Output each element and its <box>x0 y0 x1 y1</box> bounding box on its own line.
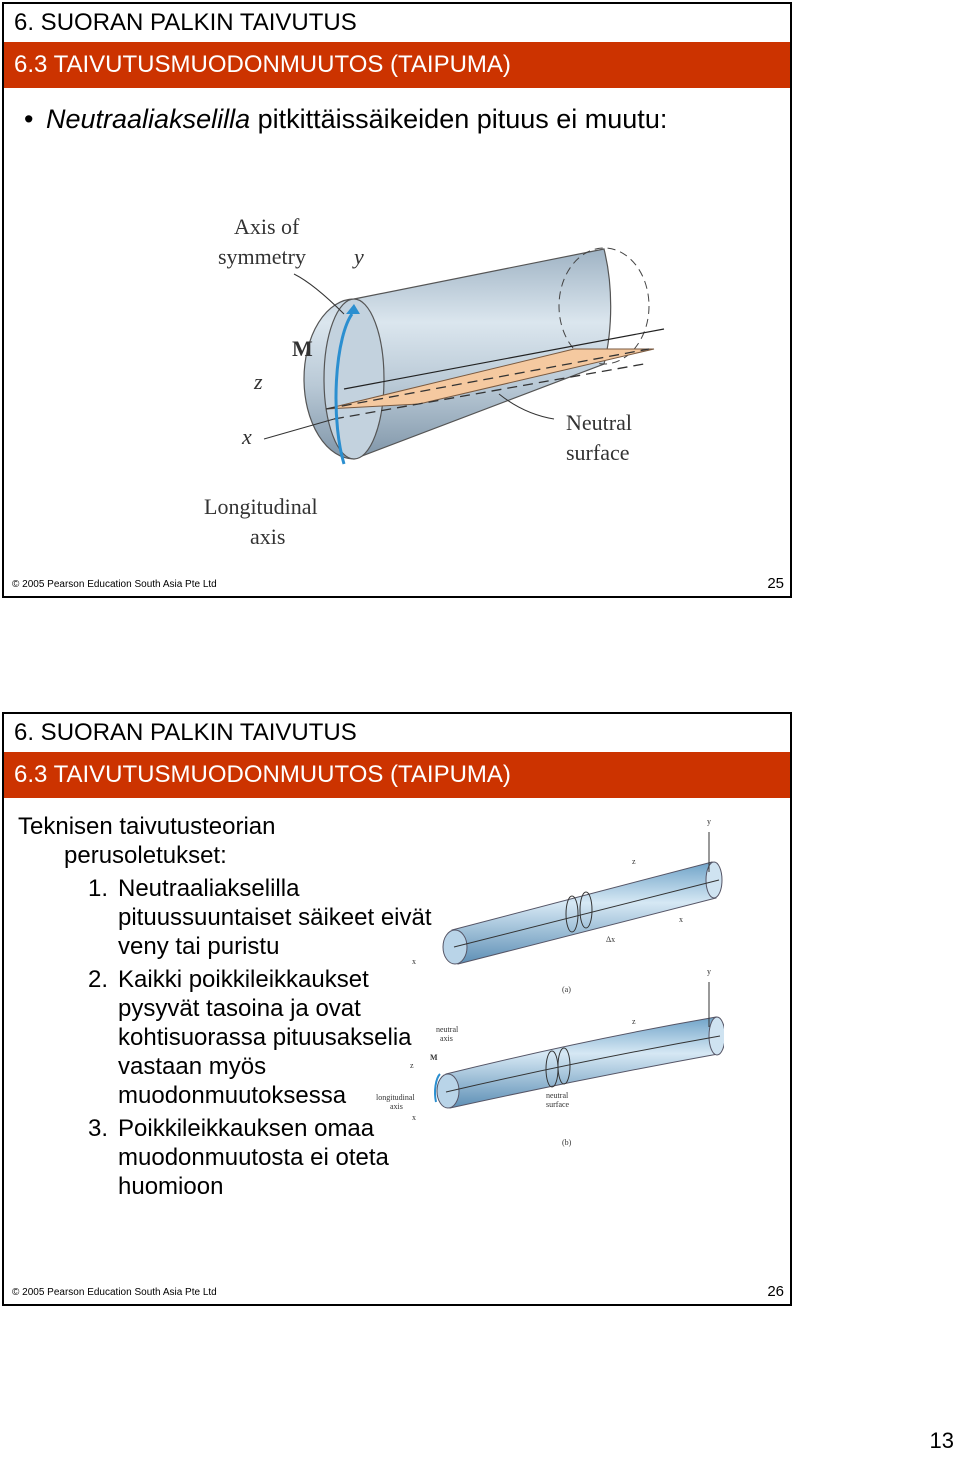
bullet-italic: Neutraaliakselilla <box>46 104 250 134</box>
label-a: (a) <box>562 985 571 994</box>
label-x-a2: x <box>412 957 416 966</box>
label-axis-b2: axis <box>390 1102 403 1111</box>
label-y-a: y <box>707 817 711 826</box>
label-y-b: y <box>707 967 711 976</box>
beam-bending-figure: y z x Δx x (a) y z neutral axis M z long… <box>374 812 724 1162</box>
label-neutral-b: neutral <box>436 1025 459 1034</box>
label-z-a: z <box>632 857 636 866</box>
copyright-footer: © 2005 Pearson Education South Asia Pte … <box>12 1287 217 1298</box>
label-y: y <box>352 244 364 269</box>
label-longitudinal-b: longitudinal <box>376 1093 415 1102</box>
label-longitudinal: Longitudinal <box>204 494 318 519</box>
bullet-rest: pitkittäissäikeiden pituus ei muutu: <box>250 104 667 134</box>
slide-25: 6. SUORAN PALKIN TAIVUTUS 6.3 TAIVUTUSMU… <box>2 2 792 598</box>
label-M-b: M <box>430 1053 438 1062</box>
slide-subtitle: 6.3 TAIVUTUSMUODONMUUTOS (TAIPUMA) <box>4 42 790 88</box>
label-axis-of: Axis of <box>234 214 300 239</box>
label-x-a: x <box>679 915 683 924</box>
label-axis: axis <box>250 524 285 549</box>
page-number: 26 <box>767 1283 784 1300</box>
label-symmetry: symmetry <box>218 244 306 269</box>
page-number: 25 <box>767 575 784 592</box>
label-M: M <box>292 336 313 361</box>
label-b: (b) <box>562 1138 572 1147</box>
slide-26: 6. SUORAN PALKIN TAIVUTUS 6.3 TAIVUTUSMU… <box>2 712 792 1306</box>
bullet-text: •Neutraaliakselilla pitkittäissäikeiden … <box>24 104 667 135</box>
slide-title: 6. SUORAN PALKIN TAIVUTUS <box>4 4 790 42</box>
label-neutral-surface-1: neutral <box>546 1091 569 1100</box>
slide-title: 6. SUORAN PALKIN TAIVUTUS <box>4 714 790 752</box>
label-surface: surface <box>566 440 630 465</box>
label-x: x <box>241 424 252 449</box>
copyright-footer: © 2005 Pearson Education South Asia Pte … <box>12 579 217 590</box>
label-neutral-surface-2: surface <box>546 1100 570 1109</box>
label-axis-b: axis <box>440 1034 453 1043</box>
label-x-b: x <box>412 1113 416 1122</box>
label-z-b2: z <box>410 1061 414 1070</box>
bullet-icon: • <box>24 104 46 135</box>
sheet-page-number: 13 <box>930 1428 954 1454</box>
label-z-b: z <box>632 1017 636 1026</box>
slide-subtitle: 6.3 TAIVUTUSMUODONMUUTOS (TAIPUMA) <box>4 752 790 798</box>
label-z: z <box>253 369 263 394</box>
label-dx: Δx <box>606 935 615 944</box>
beam-neutral-surface-figure: Axis of symmetry y M z x Longitudinal ax… <box>194 204 674 554</box>
label-neutral: Neutral <box>566 410 632 435</box>
